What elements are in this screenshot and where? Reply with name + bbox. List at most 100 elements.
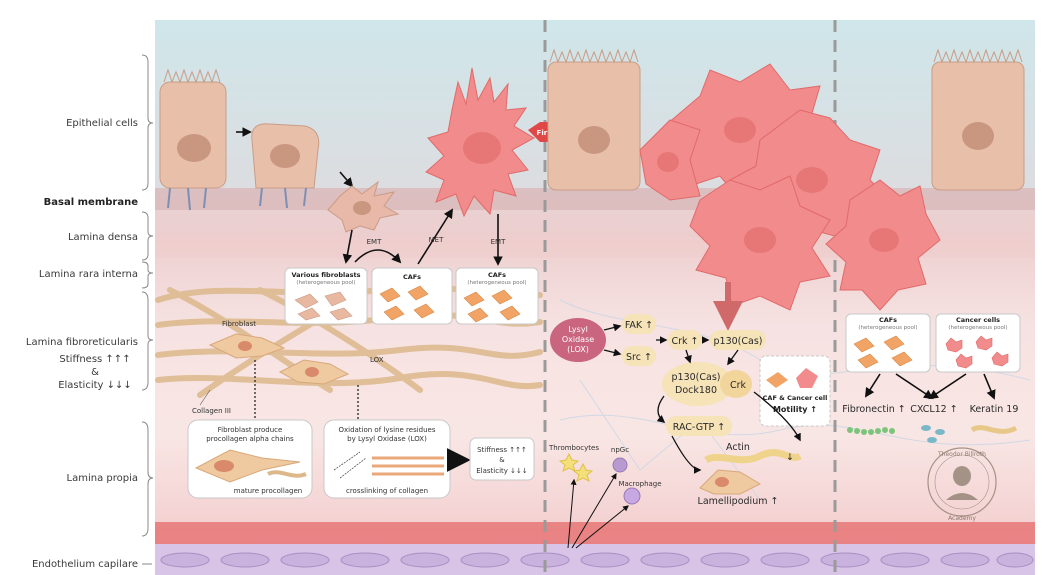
svg-text:mature procollagen: mature procollagen (234, 487, 303, 495)
svg-text:Motility ↑: Motility ↑ (773, 405, 817, 414)
label-macrophage: Macrophage (618, 480, 661, 488)
label-endothelium-capilare: Endothelium capilare (32, 559, 138, 570)
box-various-fibroblasts: Various fibroblasts (heterogeneous pool) (284, 267, 368, 325)
svg-text:FAK ↑: FAK ↑ (625, 320, 653, 331)
label-collagen-iii: Collagen III (192, 407, 231, 415)
first-cancer-cell (425, 67, 536, 218)
label-thrombocytes: Thrombocytes (548, 444, 599, 452)
tumor-nuclei (657, 117, 899, 253)
endothelial-cells (160, 552, 1034, 568)
pill-crk: Crk ↑ (668, 330, 702, 350)
svg-text:CAF & Cancer cell: CAF & Cancer cell (763, 394, 828, 402)
pill-rac-gtp: RAC-GTP ↑ (666, 416, 732, 436)
box-cancer-cells-right: Cancer cells (heterogeneous pool) (935, 313, 1021, 373)
pill-src: Src ↑ (622, 346, 656, 366)
label-emt-1: EMT (367, 238, 382, 246)
label-fibronectin: Fibronectin ↑ (842, 404, 905, 415)
label-emt-2: EMT (491, 238, 506, 246)
epithelial-cell-2 (251, 123, 320, 209)
immune-arrows (567, 472, 629, 549)
box-cafs-right: CAFs (heterogeneous pool) (845, 313, 931, 373)
lamellipodium-cell: Lamellipodium ↑ (698, 469, 779, 507)
keratin-fiber (970, 425, 1018, 434)
box-procollagen: Fibroblast produce procollagen alpha cha… (187, 419, 313, 499)
pill-p130cas: p130(Cas) (710, 330, 766, 350)
fibronectin-chain (847, 427, 895, 435)
svg-text:Oxidase: Oxidase (562, 335, 594, 344)
actin-filament: Actin ↓ (704, 442, 802, 464)
label-npgc: npGc (611, 446, 629, 454)
box-lox-oxidation: Oxidation of lysine residues by Lysyl Ox… (323, 419, 451, 499)
svg-text:Cancer cells: Cancer cells (956, 316, 1000, 324)
svg-text:Various fibroblasts: Various fibroblasts (292, 271, 361, 279)
box-cafs: CAFs (371, 267, 453, 325)
svg-text:crosslinking of collagen: crosslinking of collagen (346, 487, 428, 495)
lox-node: Lysyl Oxidase (LOX) (550, 318, 606, 362)
label-basal-membrane: Basal membrane (44, 197, 139, 208)
label-fibroblast: Fibroblast (222, 320, 256, 328)
label-lamina-densa: Lamina densa (68, 232, 138, 243)
normal-epithelial-cell-right (931, 48, 1025, 191)
mesenchymal-cell (327, 180, 400, 233)
svg-text:RAC-GTP ↑: RAC-GTP ↑ (673, 422, 726, 433)
svg-text:Crk ↑: Crk ↑ (671, 336, 698, 347)
arrow-emt-down (342, 229, 353, 264)
epithelial-cell-1 (159, 68, 227, 211)
pill-fak: FAK ↑ (622, 314, 656, 334)
macrophage-cell (623, 487, 641, 505)
right-arrows (864, 373, 996, 400)
pathway-arrows (603, 323, 801, 474)
svg-text:CAFs: CAFs (879, 316, 897, 324)
svg-text:Actin: Actin (726, 442, 750, 453)
svg-text:CAFs: CAFs (403, 273, 421, 281)
label-epithelial-cells: Epithelial cells (66, 118, 138, 129)
box-motility: CAF & Cancer cell Motility ↑ (759, 355, 831, 427)
svg-text:CAFs: CAFs (488, 271, 506, 279)
lox-fibroblast-cell (278, 359, 350, 385)
svg-text:(heterogeneous pool): (heterogeneous pool) (948, 325, 1007, 331)
svg-text:Src ↑: Src ↑ (626, 352, 652, 363)
arrow-met-up (417, 208, 454, 265)
svg-text:by Lysyl Oxidase (LOX): by Lysyl Oxidase (LOX) (347, 435, 427, 443)
npgc-cell (612, 457, 628, 473)
arrow-cell2-to-mesenchymal (339, 171, 354, 188)
label-lamina-rara-interna: Lamina rara interna (39, 269, 138, 280)
label-lox: LOX (370, 356, 384, 364)
svg-text:Fibroblast produce: Fibroblast produce (218, 426, 283, 434)
svg-text:Dock180: Dock180 (675, 385, 717, 396)
svg-text:Lysyl: Lysyl (568, 325, 588, 334)
svg-text:Elasticity ↓↓↓: Elasticity ↓↓↓ (476, 467, 528, 475)
svg-text:(LOX): (LOX) (567, 345, 589, 354)
label-cxcl12: CXCL12 ↑ (910, 404, 957, 415)
svg-text:(heterogeneous pool): (heterogeneous pool) (296, 280, 355, 286)
box-stiffness-result: Stiffness ↑↑↑ & Elasticity ↓↓↓ (469, 437, 535, 481)
pointer-collagen-iii (199, 389, 211, 406)
svg-text:Lamellipodium ↑: Lamellipodium ↑ (698, 496, 779, 507)
label-keratin-19: Keratin 19 (970, 404, 1019, 415)
label-stiffness: Stiffness ↑↑↑ (59, 354, 130, 365)
svg-text:Oxidation of lysine residues: Oxidation of lysine residues (338, 426, 435, 434)
svg-text:Academy: Academy (948, 515, 976, 522)
label-lamina-fibroreticularis: Lamina fibroreticularis (26, 337, 138, 348)
svg-text:p130(Cas): p130(Cas) (714, 336, 763, 347)
label-lamina-propia: Lamina propia (67, 473, 138, 484)
layer-brackets (141, 54, 154, 565)
svg-text:procollagen alpha chains: procollagen alpha chains (206, 435, 294, 443)
svg-text:(heterogeneous pool): (heterogeneous pool) (467, 280, 526, 286)
label-elasticity: Elasticity ↓↓↓ (58, 380, 132, 391)
svg-text:(heterogeneous pool): (heterogeneous pool) (858, 325, 917, 331)
normal-epithelial-cell-mid (547, 48, 641, 191)
label-met: MET (429, 236, 444, 244)
complex-p130-dock180-crk: p130(Cas) Dock180 Crk (662, 362, 752, 406)
label-ampersand: & (91, 367, 99, 378)
cxcl12-molecules (921, 425, 945, 443)
svg-text:Theodor Billroth: Theodor Billroth (937, 451, 986, 458)
svg-text:&: & (499, 456, 505, 464)
billroth-academy-seal: Theodor Billroth Academy (927, 447, 997, 522)
thrombocytes (558, 452, 594, 482)
svg-text:Stiffness ↑↑↑: Stiffness ↑↑↑ (477, 446, 527, 454)
arrow-caf-curve (354, 249, 402, 264)
svg-text:Crk: Crk (730, 380, 747, 391)
